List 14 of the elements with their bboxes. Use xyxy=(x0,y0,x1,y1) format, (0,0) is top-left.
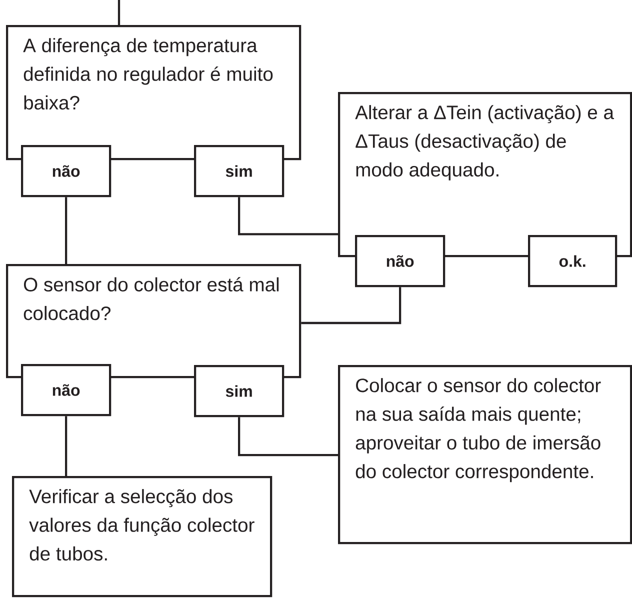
answer-box: não xyxy=(355,235,446,288)
connector-line xyxy=(118,0,120,25)
answer-box: o.k. xyxy=(528,235,618,288)
connector-line xyxy=(238,417,338,456)
connector-line xyxy=(238,197,338,236)
connector-line xyxy=(65,416,68,476)
connector-line xyxy=(301,287,402,324)
answer-box: sim xyxy=(194,145,284,198)
connector-line xyxy=(65,197,68,264)
action-box: Colocar o sensor do colector na sua saída mais quente; aproveitar o tubo de imersão do colector correspondente. xyxy=(338,365,632,544)
action-box: Verificar a selecção dos valores da função colector de tubos. xyxy=(12,476,272,598)
answer-box: não xyxy=(21,145,112,198)
answer-box: não xyxy=(21,364,112,416)
answer-box: sim xyxy=(194,365,284,418)
